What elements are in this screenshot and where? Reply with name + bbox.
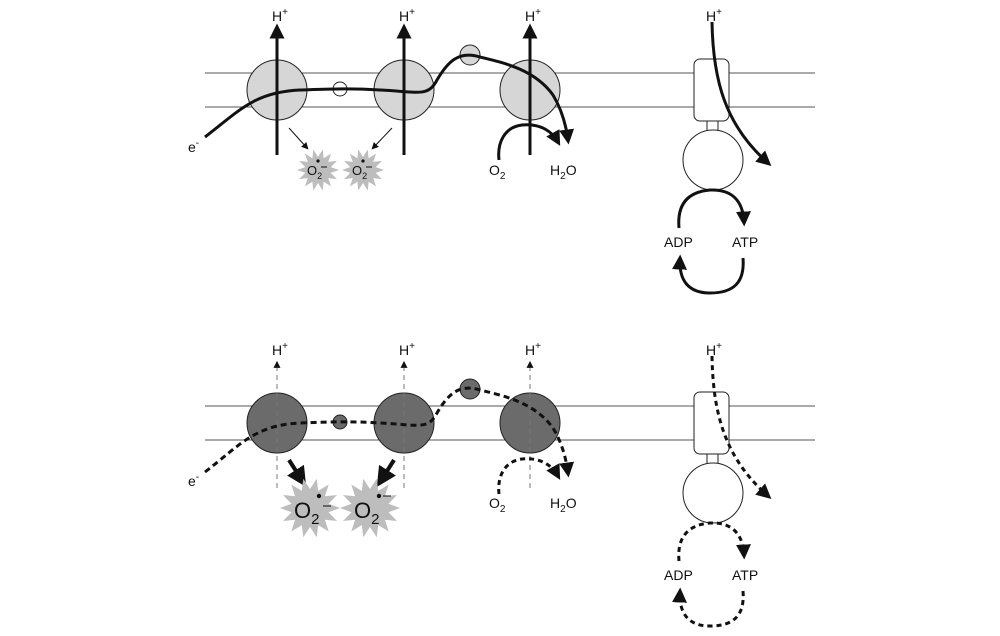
ros-leak-arrow-2 [371, 127, 393, 150]
oxygen-reduction-arrow [497, 123, 561, 161]
electron-flow-path [204, 53, 575, 145]
proton-label: H+ [706, 7, 722, 24]
superoxide-label: O2 [294, 498, 319, 528]
radical-dot [316, 493, 322, 499]
proton-label: H+ [706, 341, 722, 358]
atp-label: ATP [732, 234, 758, 250]
oxygen-reduction-arrow [497, 457, 561, 495]
electron-label: e- [188, 472, 199, 489]
superoxide-label: O2 [352, 163, 367, 181]
adp-label: ADP [664, 234, 693, 250]
superoxide-label: O2 [307, 163, 322, 181]
atp-synthesis-arrow [677, 188, 751, 229]
panel-normal [204, 21, 815, 295]
oxygen-label: O2 [489, 495, 506, 515]
atp-synthesis-arrow [677, 521, 751, 562]
radical-dot [316, 159, 320, 163]
superoxide-burst-1 [280, 478, 340, 538]
proton-label: H+ [272, 341, 288, 358]
labels-top: H+ H+ H+ H+ e- O2 O2 O2 H2O ADP ATP [188, 7, 758, 250]
proton-return-arrow [710, 21, 772, 166]
superoxide-burst-2 [342, 149, 384, 191]
radical-dot [361, 159, 365, 163]
superoxide-burst-2 [340, 478, 400, 538]
proton-return-arrow [710, 355, 772, 499]
atp-synthase-fo [693, 58, 730, 122]
atp-synthase-fo [693, 391, 730, 455]
ros-leak-arrow-1 [288, 127, 309, 150]
oxygen-label: O2 [489, 162, 506, 182]
water-label: H2O [550, 495, 577, 515]
atp-synthase-f1 [682, 129, 744, 191]
radical-dot [376, 493, 382, 499]
panel-impaired [204, 355, 815, 628]
proton-label: H+ [399, 7, 415, 24]
proton-label: H+ [399, 341, 415, 358]
atp-hydrolysis-arrow [672, 254, 745, 295]
electron-label: e- [188, 138, 199, 155]
water-label: H2O [550, 162, 577, 182]
adp-label: ADP [664, 567, 693, 583]
proton-label: H+ [525, 7, 541, 24]
atp-synthase-f1 [682, 462, 744, 524]
superoxide-label: O2 [354, 498, 379, 528]
atp-hydrolysis-arrow [672, 587, 745, 628]
proton-label: H+ [525, 341, 541, 358]
proton-label: H+ [272, 7, 288, 24]
ros-leak-arrow-1 [287, 458, 307, 488]
ros-leak-arrow-2 [376, 458, 396, 488]
atp-label: ATP [732, 567, 758, 583]
superoxide-burst-1 [297, 149, 339, 191]
labels-bottom: H+ H+ H+ H+ e- O2 O2 O2 H2O ADP ATP [188, 341, 758, 583]
